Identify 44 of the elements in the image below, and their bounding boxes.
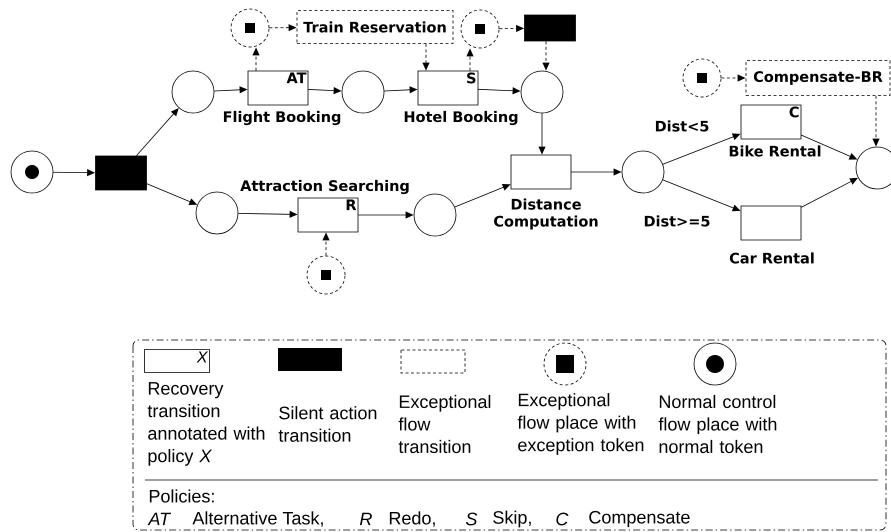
exception-transition-box: Compensate-BR	[746, 60, 890, 96]
edge-label: Dist>=5	[642, 214, 712, 228]
transition-label: Car Rental	[730, 252, 814, 264]
legend-text: Exceptional flow transition	[398, 394, 490, 454]
place	[342, 70, 384, 114]
exception-place	[306, 256, 346, 294]
exception-place	[460, 10, 500, 48]
policy-code: R	[360, 512, 372, 526]
transition-label: Bike Rental	[730, 145, 820, 157]
transition-label: Hotel Booking	[404, 110, 518, 126]
legend-text: Policies:	[150, 489, 214, 503]
policy-letter: S	[467, 72, 476, 84]
transition-label: Flight Booking	[224, 110, 340, 126]
legend-text: Exceptional flow place with exception token	[518, 393, 644, 455]
legend-text: Skip,	[493, 510, 531, 528]
place	[172, 70, 214, 114]
place	[520, 70, 564, 114]
edge-label: Dist<5	[654, 119, 710, 133]
policy-code: C	[556, 512, 568, 526]
legend-text: Normal control flow place with normal token	[658, 394, 776, 454]
silent-transition	[95, 156, 147, 190]
policy-code: AT	[148, 512, 172, 526]
place	[856, 146, 891, 190]
place	[622, 150, 664, 194]
transition-label: Attraction Searching	[240, 180, 409, 194]
legend-text: Alternative Task,	[192, 511, 323, 527]
exception-place	[682, 58, 722, 98]
arrow	[801, 178, 858, 208]
place	[196, 192, 238, 234]
place	[414, 194, 456, 236]
exception-place	[230, 8, 270, 48]
exception-transition-box: Train Reservation	[296, 10, 454, 44]
arrow	[136, 108, 179, 156]
silent-transition	[524, 14, 576, 42]
policy-letter: C	[790, 106, 799, 118]
policy-letter: R	[346, 200, 356, 210]
legend-text: Silent action transition	[278, 406, 376, 442]
legend-text: Redo,	[390, 511, 435, 527]
legend-text: Recovery transition annotated with policy X	[148, 382, 264, 466]
marked-place	[10, 150, 54, 194]
policy-code: S	[466, 512, 478, 526]
transition-label: Distance Computation	[494, 198, 598, 230]
legend-text: Compensate	[589, 510, 690, 528]
policy-letter: AT	[286, 72, 306, 84]
